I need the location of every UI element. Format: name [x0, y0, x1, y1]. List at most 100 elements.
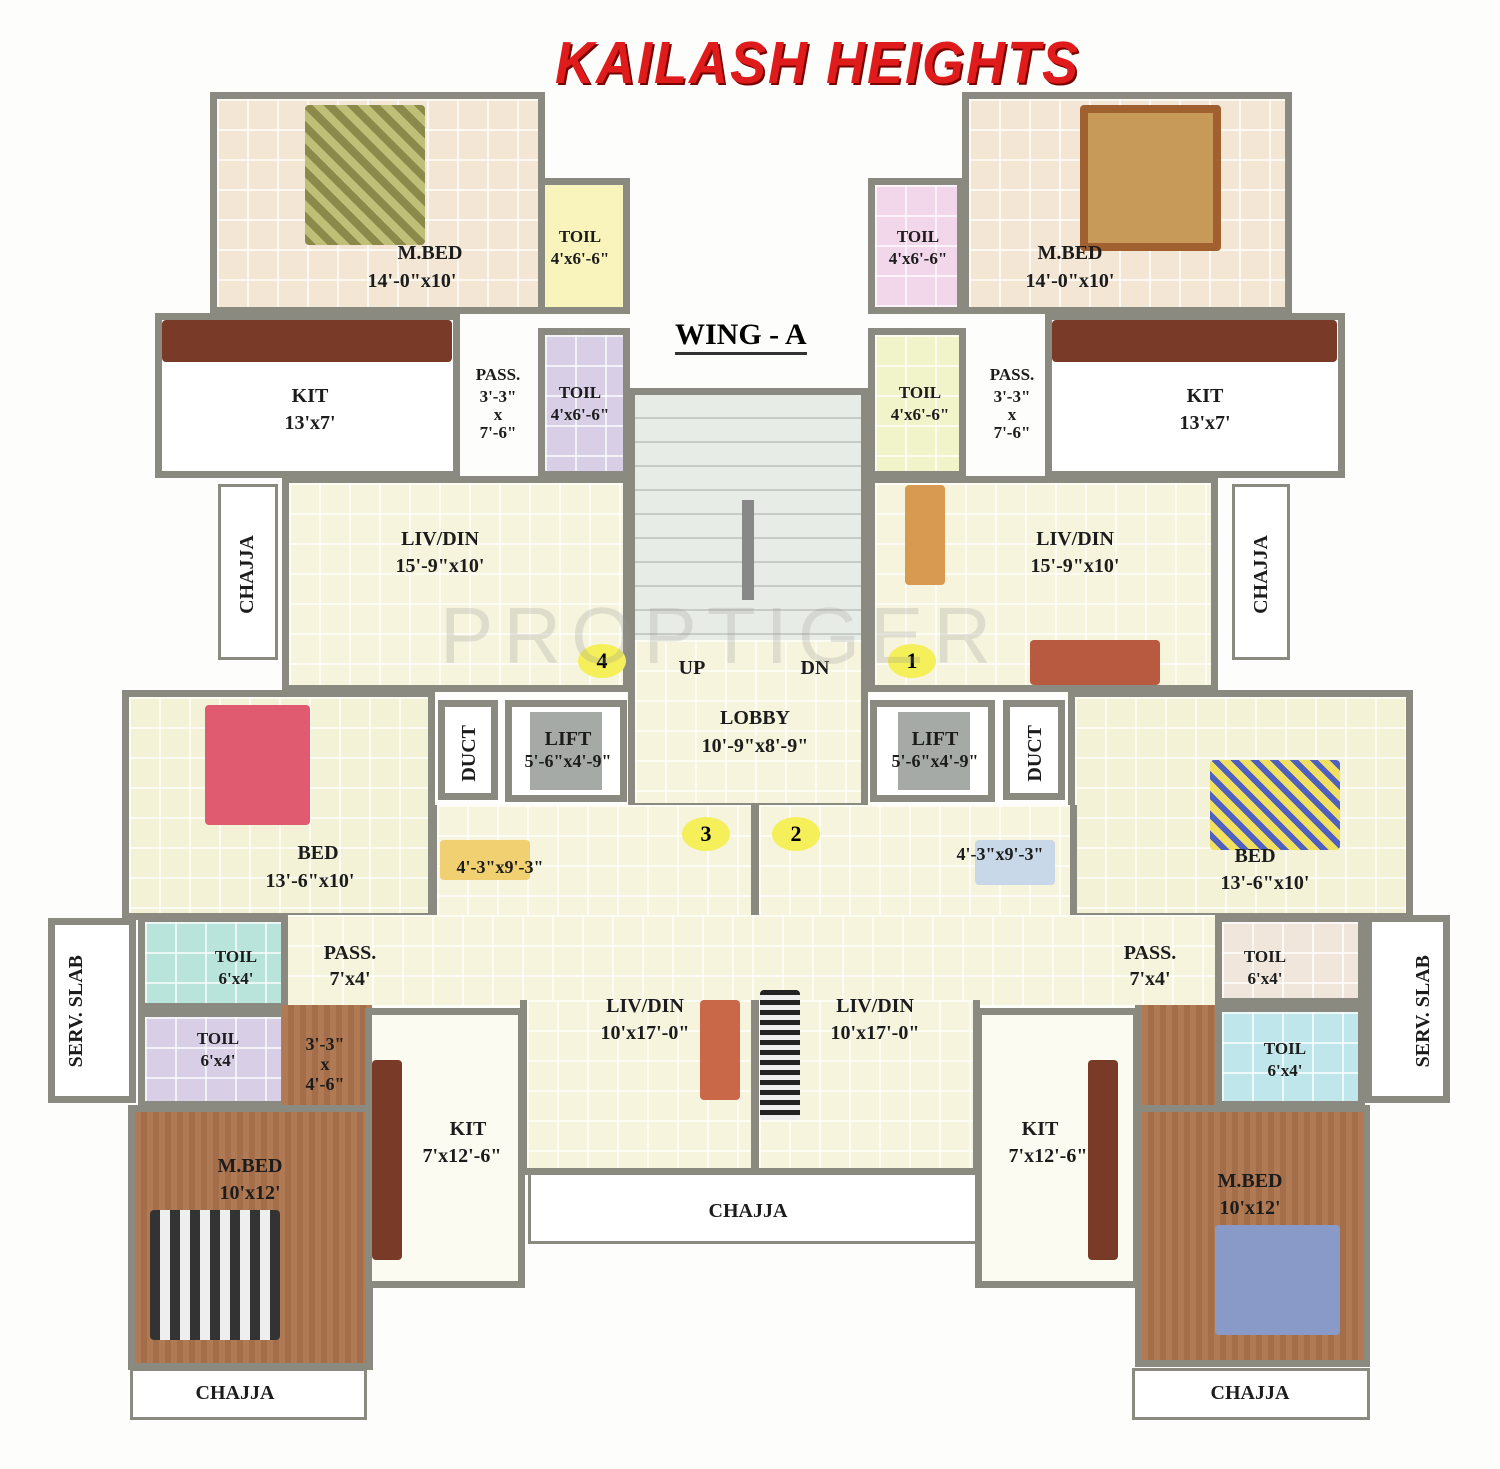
flat3-toilet-2	[138, 1010, 288, 1108]
flat4-chajja	[218, 484, 278, 660]
room-size: 7'-6"	[479, 423, 517, 442]
room-size: x	[1007, 405, 1017, 424]
flat-number-3: 3	[682, 817, 730, 851]
room-size: 3'-3"	[993, 387, 1031, 406]
flat4-living-dining	[282, 476, 630, 692]
room-size: 15'-9"x10'	[1030, 555, 1120, 577]
room-size: 7'x4'	[1129, 968, 1171, 990]
room-label: KIT	[291, 385, 329, 407]
room-label: TOIL	[196, 1029, 240, 1048]
room-size: 10'x17'-0"	[600, 1022, 690, 1044]
chajja-label: CHAJJA	[195, 1382, 275, 1404]
service-slab-label: SERV. SLAB	[65, 955, 87, 1068]
kitchen-counter	[162, 320, 452, 362]
wing-label: WING - A	[675, 318, 807, 355]
room-size: 4'-3"x9'-3"	[956, 844, 1044, 864]
room-label: TOIL	[558, 383, 602, 402]
room-label: TOIL	[558, 227, 602, 246]
kitchen-counter	[372, 1060, 402, 1260]
flat2-service-slab	[1365, 915, 1450, 1103]
flat3-service-slab	[48, 918, 136, 1103]
chajja-label: CHAJJA	[1210, 1382, 1290, 1404]
bed-furniture	[305, 105, 425, 245]
room-label: BED	[1234, 845, 1276, 867]
lobby	[628, 640, 868, 810]
lift-label: LIFT	[911, 728, 959, 750]
room-label: KIT	[449, 1118, 487, 1140]
room-size: 4'x6'-6"	[890, 405, 950, 424]
room-size: 7'x12'-6"	[422, 1145, 502, 1167]
flat2-toilet	[1215, 915, 1365, 1005]
room-label: KIT	[1021, 1118, 1059, 1140]
flat1-toilet	[868, 178, 964, 314]
flat3-chajja	[130, 1368, 367, 1420]
room-size: 10'x17'-0"	[830, 1022, 920, 1044]
room-size: 13'x7'	[1179, 412, 1231, 434]
chajja-label: CHAJJA	[1250, 535, 1272, 614]
flat3-dress-area	[282, 1005, 372, 1108]
room-size: 13'x7'	[284, 412, 336, 434]
room-size: 13'-6"x10'	[265, 870, 355, 892]
bed-furniture	[1210, 760, 1340, 850]
lift-size: 5'-6"x4'-9"	[524, 751, 612, 771]
stair-down-label: DN	[800, 657, 830, 679]
room-size: 3'-3"	[305, 1034, 345, 1054]
room-label: TOIL	[896, 227, 940, 246]
room-label: TOIL	[214, 947, 258, 966]
dining-table	[905, 485, 945, 585]
room-label: LIV/DIN	[836, 995, 914, 1017]
room-size: 4'x6'-6"	[550, 405, 610, 424]
room-size: 14'-0"x10'	[1025, 270, 1115, 292]
room-label: M.BED	[397, 242, 463, 264]
lift-car	[898, 712, 970, 790]
flat3-toilet	[138, 915, 288, 1010]
kitchen-counter	[1052, 320, 1337, 362]
flat3-passage	[282, 915, 758, 1005]
room-label: KIT	[1186, 385, 1224, 407]
sofa	[700, 1000, 740, 1100]
room-label: PASS.	[323, 942, 377, 964]
room-size: 4'x6'-6"	[888, 249, 948, 268]
room-size: 15'-9"x10'	[395, 555, 485, 577]
bed-furniture	[150, 1210, 280, 1340]
lift-label: LIFT	[544, 728, 592, 750]
stair-up-label: UP	[678, 657, 706, 679]
duct-label: DUCT	[458, 725, 480, 782]
room-label: PASS.	[989, 365, 1035, 384]
bed-furniture	[1215, 1225, 1340, 1335]
room-size: 3'-3"	[479, 387, 517, 406]
lift-size: 5'-6"x4'-9"	[891, 751, 979, 771]
room-label: LIV/DIN	[1036, 528, 1114, 550]
room-size: 4'-6"	[305, 1074, 345, 1094]
room-label: TOIL	[898, 383, 942, 402]
stair-divider	[742, 500, 754, 600]
room-label: BED	[297, 842, 339, 864]
flat2-toilet-2	[1215, 1005, 1365, 1108]
flat-number-4: 4	[578, 644, 626, 678]
duct-right	[1003, 700, 1065, 800]
room-label: TOIL	[1243, 947, 1287, 966]
flat4-toilet	[538, 178, 630, 314]
room-label: M.BED	[1217, 1170, 1283, 1192]
sofa	[1030, 640, 1160, 685]
room-label: TOIL	[1263, 1039, 1307, 1058]
room-size: x	[493, 405, 503, 424]
bed-furniture	[205, 705, 310, 825]
room-size: 6'x4'	[1247, 969, 1283, 988]
lift-car	[530, 712, 602, 790]
watermark: PROPTIGER	[440, 591, 1002, 680]
room-size: x	[320, 1054, 330, 1074]
room-size: 4'-3"x9'-3"	[456, 857, 544, 877]
room-size: 7'-6"	[993, 423, 1031, 442]
room-size: 6'x4'	[200, 1051, 236, 1070]
flat-number-1: 1	[888, 644, 936, 678]
flat2-passage	[752, 915, 1222, 1005]
flat1-chajja	[1232, 484, 1290, 660]
room-label: LOBBY	[719, 707, 791, 729]
flat1-toilet-2	[868, 328, 966, 478]
room-size: 14'-0"x10'	[367, 270, 457, 292]
room-size: 6'x4'	[1267, 1061, 1303, 1080]
duct-label: DUCT	[1024, 725, 1046, 782]
room-size: 10'x12'	[219, 1182, 281, 1204]
